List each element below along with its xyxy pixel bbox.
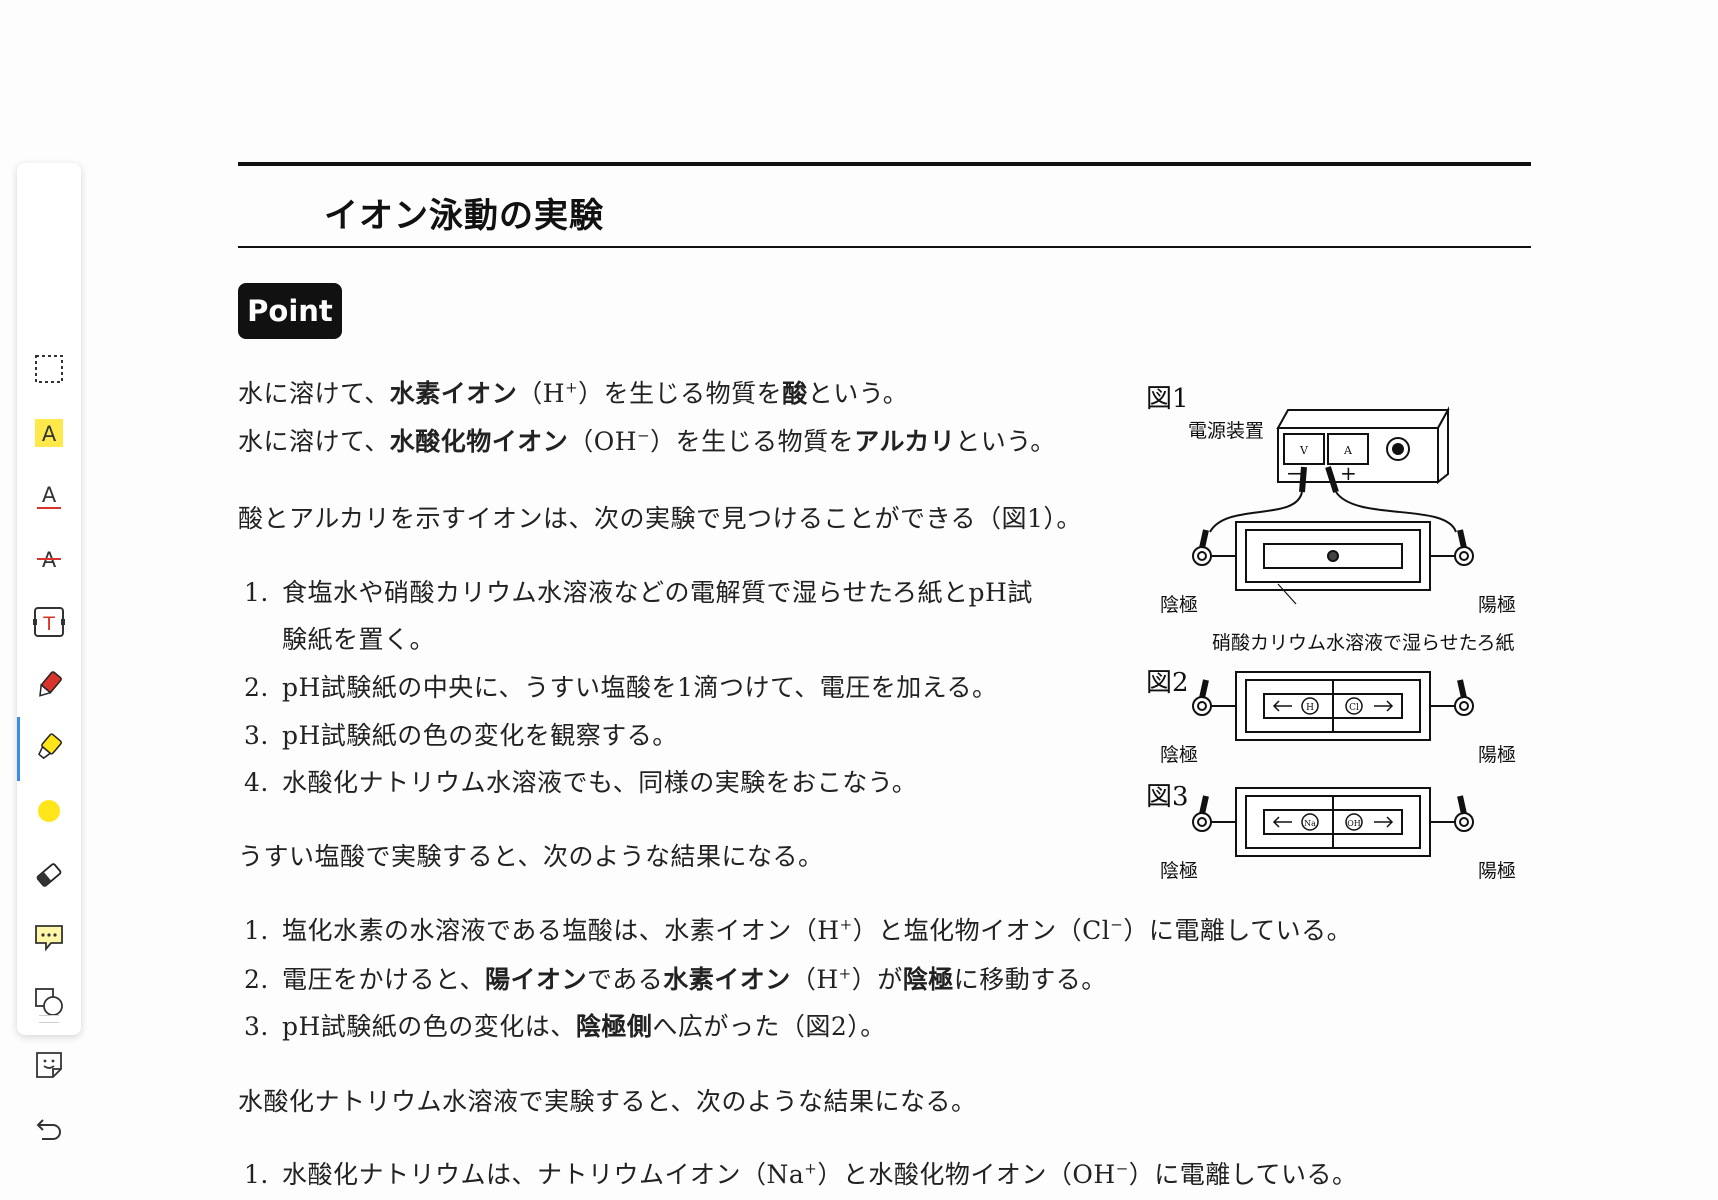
toolbar-drag-handle[interactable] [39, 1015, 59, 1023]
step-2: 2.pH試験紙の中央に、うすい塩酸を1滴つけて、電圧を加える。 [244, 673, 998, 702]
highlighter-tool-button[interactable] [17, 717, 81, 781]
minus-terminal-label: − [1286, 461, 1303, 485]
hydroxide-ion-label: OH [1347, 819, 1361, 828]
plus-terminal-label: + [1340, 461, 1357, 485]
underline-tool-button[interactable]: A [17, 470, 81, 522]
figure-3-label: 図3 [1146, 782, 1189, 812]
highlight-text-tool-button[interactable]: A [17, 407, 81, 459]
hcl-result-1: 1.塩化水素の水溶液である塩酸は、水素イオン（H+）と塩化物イオン（Cl−）に電… [244, 915, 1353, 945]
comment-tool-button[interactable] [17, 912, 81, 964]
marquee-select-icon [35, 355, 63, 383]
undo-button[interactable] [17, 1103, 81, 1155]
document-page: イオン泳動の実験 Point 水に溶けて、水素イオン（H+）を生じる物質を酸とい… [238, 162, 1531, 1189]
step-1-continued: 験紙を置く。 [282, 625, 436, 654]
comment-icon [35, 925, 63, 952]
cathode-label-fig2: 陰極 [1160, 744, 1199, 766]
pen-icon [39, 671, 62, 697]
step-4: 4.水酸化ナトリウム水溶液でも、同様の実験をおこなう。 [244, 768, 918, 797]
highlighter-icon [38, 733, 63, 760]
eraser-tool-button[interactable] [17, 849, 81, 901]
undo-icon [36, 1119, 61, 1140]
annotation-toolbar: A A A T [17, 163, 81, 1140]
hcl-result-3: 3.pH試験紙の色の変化は、陰極側へ広がった（図2）。 [244, 1012, 886, 1041]
color-swatch-icon [38, 800, 60, 822]
chloride-ion-label: Cl [1349, 703, 1359, 713]
anode-wire [1335, 491, 1457, 533]
svg-text:T: T [42, 613, 55, 635]
shapes-icon [35, 988, 63, 1016]
highlight-text-icon: A [35, 419, 63, 447]
page-title: イオン泳動の実験 [324, 196, 604, 236]
anode-label-fig2: 陽極 [1478, 744, 1517, 766]
electrophoresis-figure: 図1 電源装置 陰極 陽極 硝酸カリウム水溶液で湿らせたろ紙 図2 陰極 陽極 … [1146, 372, 1536, 892]
board-fig3 [1192, 787, 1474, 857]
paragraph-experiment-intro: 酸とアルカリを示すイオンは、次の実験で見つけることができる（図1）。 [238, 504, 1082, 533]
step-3: 3.pH試験紙の色の変化を観察する。 [244, 721, 678, 750]
power-supply-label: 電源装置 [1188, 420, 1265, 442]
strikethrough-tool-button[interactable]: A [17, 532, 81, 584]
pen-tool-button[interactable] [17, 659, 81, 711]
anode-label-fig3: 陽極 [1478, 860, 1517, 882]
eraser-icon [36, 863, 62, 887]
intro-line-alkali: 水に溶けて、水酸化物イオン（OH−）を生じる物質をアルカリという。 [238, 426, 1056, 456]
paragraph-naoh-result: 水酸化ナトリウム水溶液で実験すると、次のような結果になる。 [238, 1087, 977, 1116]
sticker-icon [36, 1052, 62, 1078]
title-top-rule [238, 162, 1531, 166]
anode-label-fig1: 陽極 [1478, 594, 1517, 616]
shapes-tool-button[interactable] [17, 976, 81, 1028]
experiment-diagram: V A − + [1192, 406, 1474, 857]
voltmeter-label: V [1299, 444, 1309, 457]
cathode-label-fig1: 陰極 [1160, 594, 1199, 616]
ammeter-label: A [1343, 444, 1353, 457]
step-1: 1.食塩水や硝酸カリウム水溶液などの電解質で湿らせたろ紙とpH試 [244, 578, 1033, 607]
cathode-label-fig3: 陰極 [1160, 860, 1199, 882]
figure-1-label: 図1 [1146, 384, 1189, 414]
svg-text:A: A [42, 483, 57, 507]
strikethrough-text-icon: A [37, 548, 61, 572]
underline-text-icon: A [37, 483, 61, 509]
intro-line-acid: 水に溶けて、水素イオン（H+）を生じる物質を酸という。 [238, 378, 909, 408]
select-tool-button[interactable] [17, 343, 81, 395]
hcl-result-2: 2.電圧をかけると、陽イオンである水素イオン（H+）が陰極に移動する。 [244, 964, 1107, 994]
svg-text:A: A [42, 422, 57, 446]
board-fig2 [1192, 671, 1474, 741]
cathode-wire [1209, 491, 1303, 533]
color-picker-button[interactable] [17, 785, 81, 837]
naoh-result-1: 1.水酸化ナトリウムは、ナトリウムイオン（Na+）と水酸化物イオン（OH−）に電… [244, 1159, 1358, 1189]
textbox-icon: T [33, 607, 65, 637]
paragraph-hcl-result: うすい塩酸で実験すると、次のような結果になる。 [238, 842, 824, 871]
filter-paper-note: 硝酸カリウム水溶液で湿らせたろ紙 [1212, 632, 1515, 654]
textbox-tool-button[interactable]: T [17, 596, 81, 648]
hydrogen-ion-label: H [1306, 703, 1314, 713]
board-fig1 [1192, 521, 1474, 605]
figure-2-label: 図2 [1146, 668, 1189, 698]
sticker-tool-button[interactable] [17, 1039, 81, 1091]
sodium-ion-label: Na [1304, 819, 1316, 828]
title-band: イオン泳動の実験 [238, 166, 1531, 248]
point-badge: Point [238, 283, 342, 339]
